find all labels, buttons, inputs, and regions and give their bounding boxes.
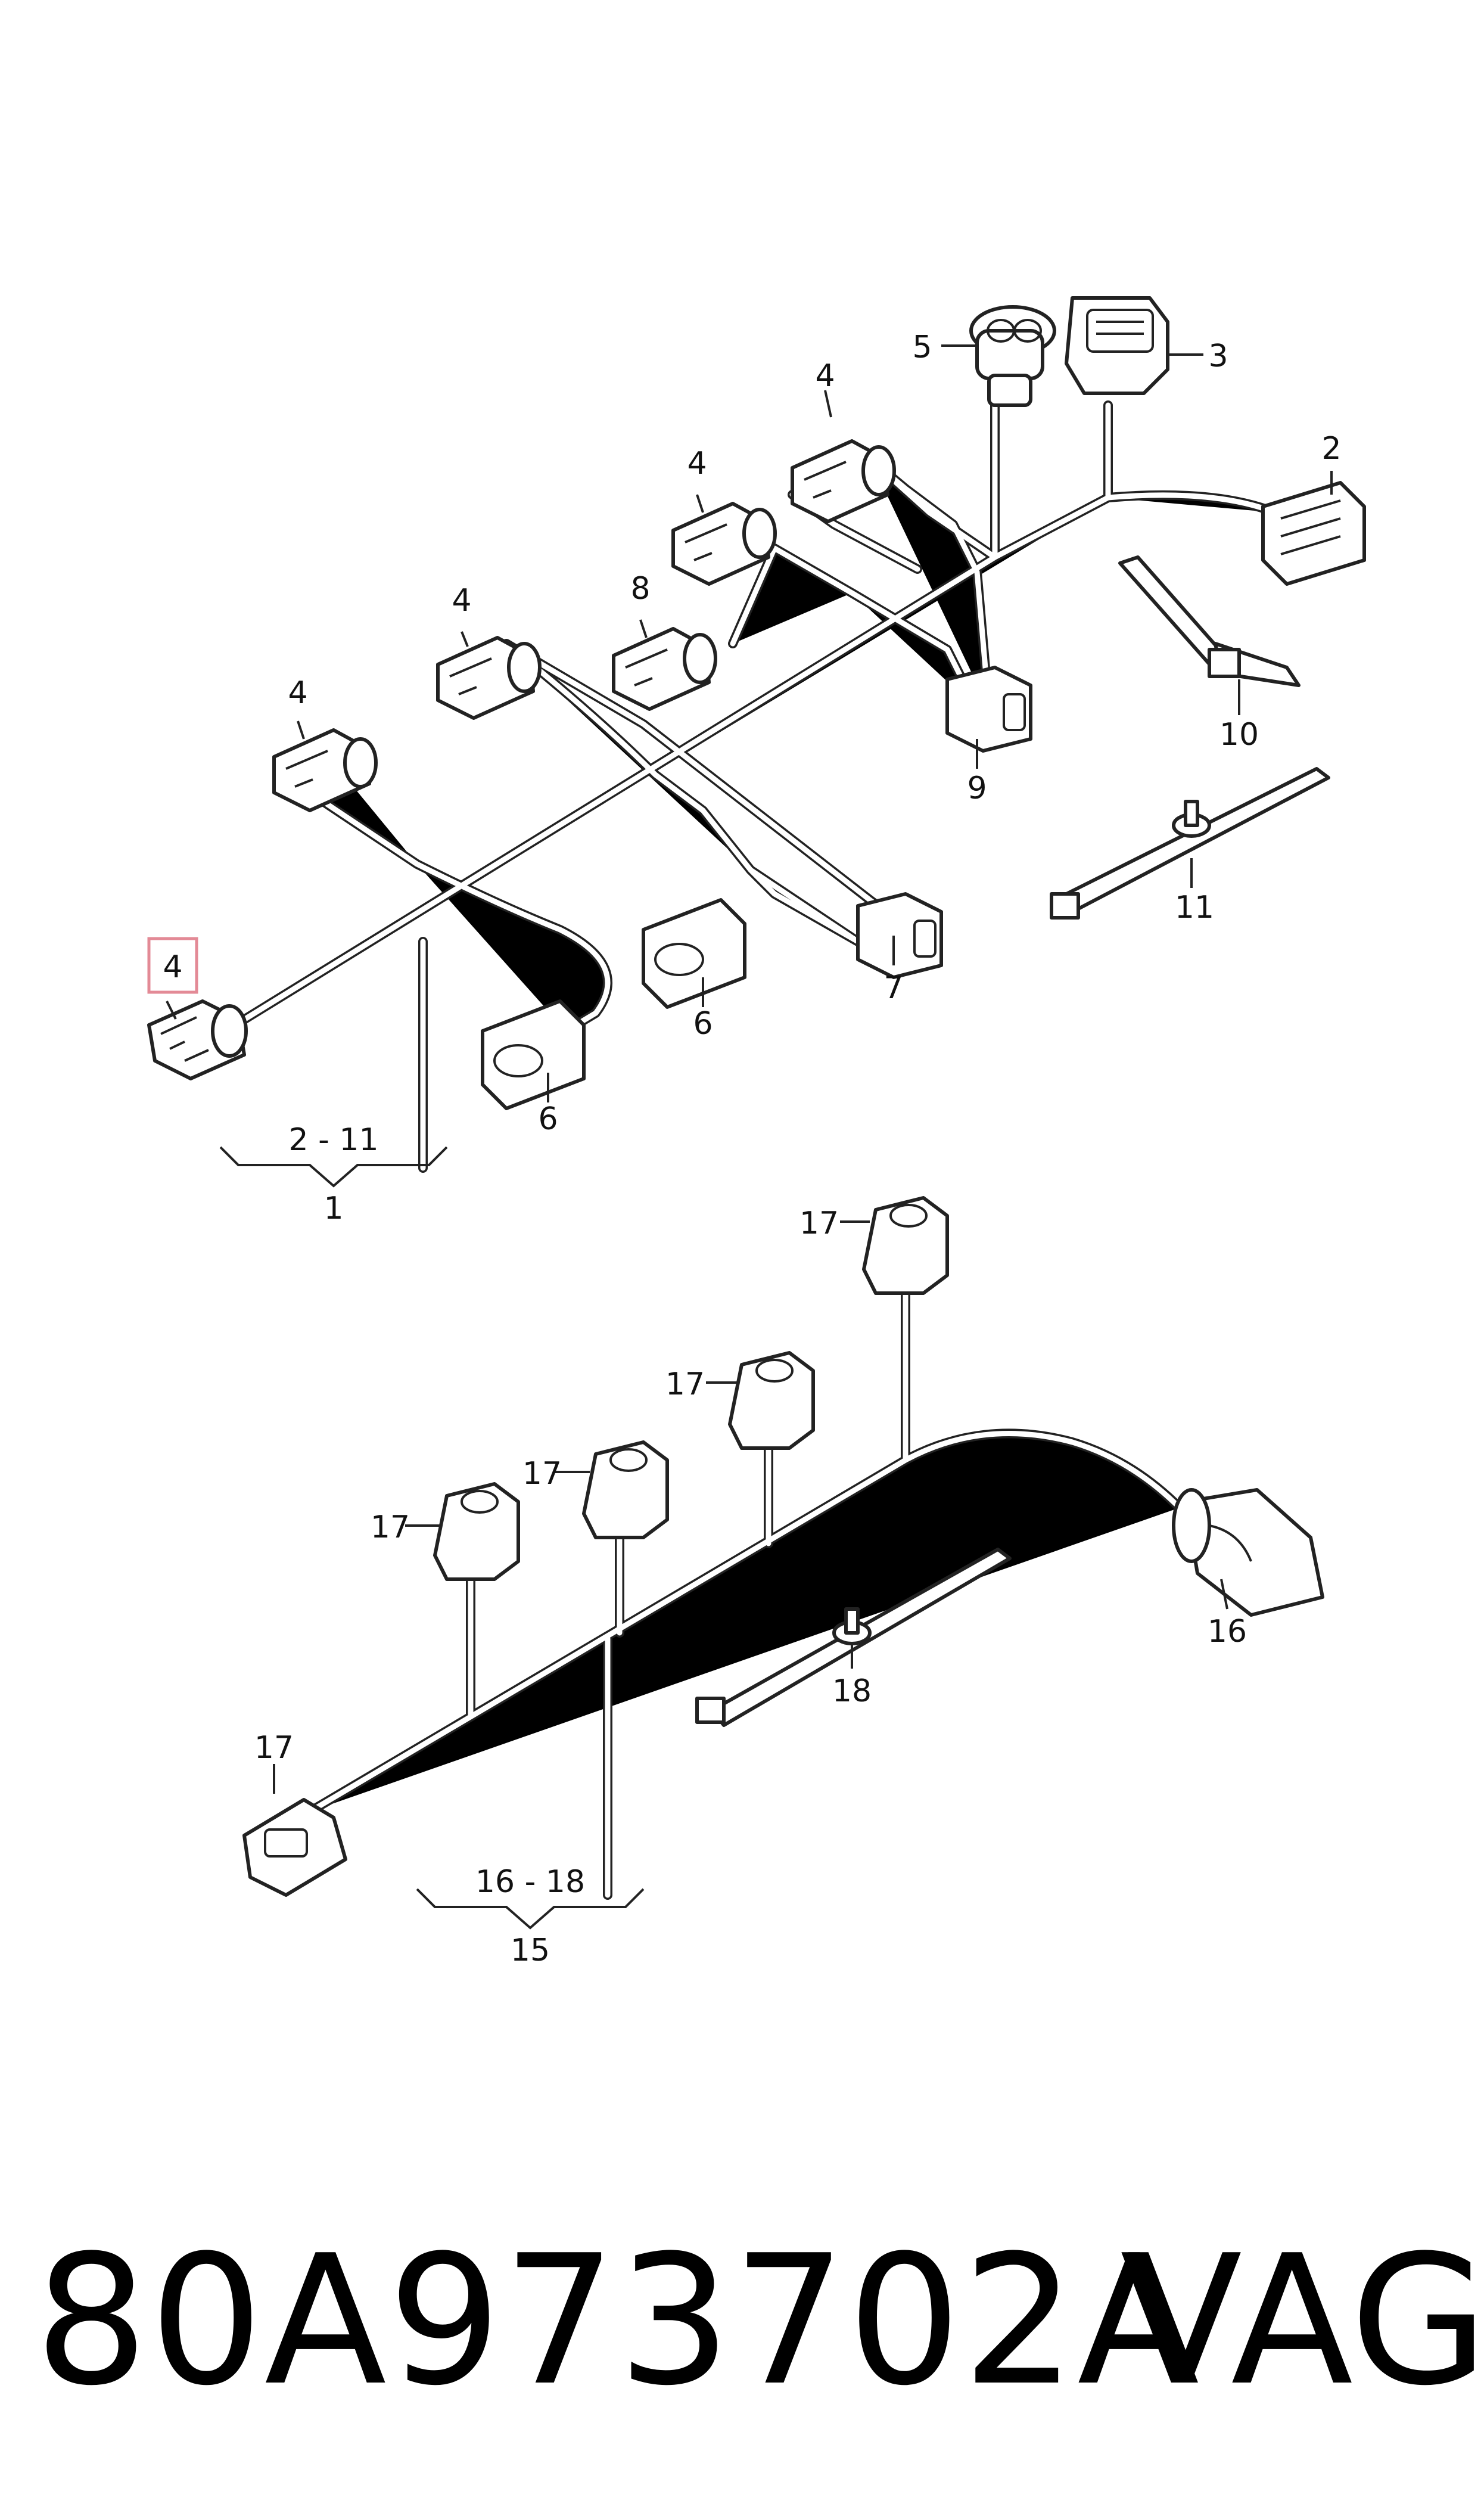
connector-9[interactable] [945,666,1032,753]
callout-11: 11 [1175,890,1214,925]
callout-6-b: 6 [693,1006,713,1042]
range-label-1: 2 - 11 [288,1122,378,1158]
callout-4-d: 4 [815,358,835,394]
part-number: 80A973702A [35,2217,1201,2425]
harness-15-wires [310,1293,1180,1895]
connector-4-c[interactable] [671,502,777,586]
connector-17-b[interactable] [728,1351,815,1450]
wiring-harness-diagram: 4 4 4 8 4 4 5 3 2 10 11 9 7 6 6 2 - 11 1… [147,296,1366,1968]
assembly-label-15: 15 [511,1933,550,1968]
connector-16[interactable] [1172,1488,1324,1617]
callout-4-main: 4 [163,949,182,985]
connector-17-d[interactable] [433,1482,520,1581]
connector-6-b[interactable] [642,898,746,1009]
brand-name: VAG [1120,2217,1484,2425]
callout-2: 2 [1321,431,1341,467]
connector-4-a[interactable] [272,728,378,812]
connector-3[interactable] [1065,296,1169,395]
connector-2[interactable] [1261,481,1366,586]
callout-17-e: 17 [254,1730,294,1766]
callout-5: 5 [912,330,932,365]
connector-7[interactable] [856,892,943,979]
connector-4-d[interactable] [791,439,896,523]
connector-17-c[interactable] [582,1440,669,1539]
callout-17-b: 17 [665,1366,705,1402]
connector-4-b[interactable] [436,636,542,720]
cable-tie-10[interactable] [1118,555,1301,687]
callout-4-b: 4 [452,583,471,619]
cable-tie-11[interactable] [1050,767,1330,920]
callout-4-c: 4 [687,446,707,482]
connector-8[interactable] [612,627,717,711]
connector-4-main[interactable] [147,999,248,1080]
callout-10: 10 [1219,717,1259,753]
leader-lines [166,344,1333,1930]
connector-5[interactable] [969,305,1056,407]
assembly-label-1: 1 [323,1191,343,1226]
highlight-box [147,937,198,994]
cable-tie-18[interactable] [695,1548,1012,1727]
callout-6-a: 6 [538,1101,558,1137]
callout-18: 18 [832,1673,872,1709]
connector-17-a[interactable] [862,1196,949,1295]
callout-4-a: 4 [288,675,307,711]
callout-17-a: 17 [799,1206,839,1241]
callout-8: 8 [630,571,650,607]
connector-17-e[interactable] [242,1798,347,1897]
connector-6-a[interactable] [481,999,586,1110]
callout-3: 3 [1208,338,1228,374]
callout-9: 9 [967,771,987,806]
callout-7: 7 [883,970,903,1006]
callout-17-d: 17 [371,1509,410,1545]
callout-17-c: 17 [522,1456,562,1492]
callout-16: 16 [1208,1614,1247,1650]
range-label-15: 16 - 18 [475,1864,585,1900]
